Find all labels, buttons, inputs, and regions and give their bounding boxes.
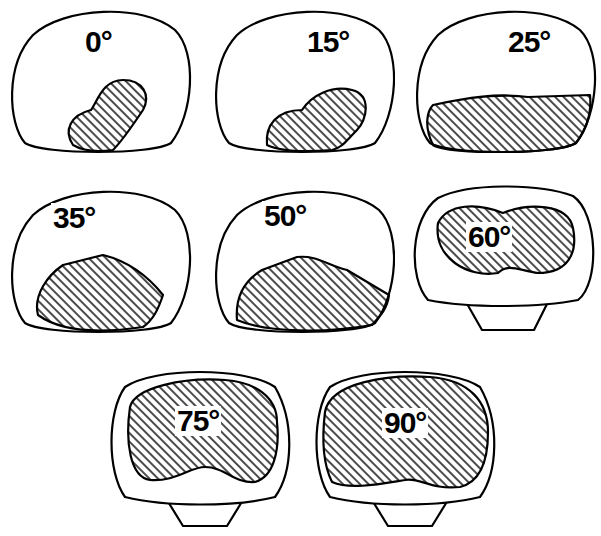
bone-outline (12, 192, 190, 332)
section-outline: 35° (3, 185, 193, 335)
angle-label: 75° (175, 406, 221, 436)
section-drawing (207, 5, 395, 155)
contact-area (37, 255, 163, 331)
section-drawing (105, 362, 295, 530)
angle-label: 50° (262, 201, 308, 231)
angle-label: 35° (51, 203, 97, 233)
section-outline: 60° (408, 178, 598, 334)
bone-outline (415, 186, 594, 306)
contact-area (128, 379, 277, 482)
section-drawing (310, 362, 500, 530)
section-outline: 90° (310, 362, 500, 530)
angle-label: 60° (466, 222, 512, 252)
bone-outline (12, 12, 190, 152)
section-outline: 50° (207, 185, 395, 335)
angle-label: 25° (506, 27, 552, 57)
bone-outline (417, 12, 595, 152)
section-outline: 75° (105, 362, 295, 530)
contact-area (427, 95, 590, 152)
bone-outline (216, 192, 394, 332)
angle-label: 0° (83, 27, 114, 57)
angle-label: 15° (305, 27, 351, 57)
section-drawing (408, 178, 598, 334)
contact-area (438, 206, 575, 273)
contact-area (69, 80, 146, 151)
angle-label: 90° (382, 408, 428, 438)
contact-area (267, 89, 366, 151)
bone-outline (112, 372, 290, 505)
contact-area (237, 257, 389, 331)
bone-outline (216, 12, 394, 152)
contact-area (323, 376, 488, 487)
section-outline: 15° (207, 5, 395, 155)
section-drawing (3, 185, 193, 335)
section-outline: 0° (3, 5, 193, 155)
section-outline: 25° (408, 5, 598, 153)
section-drawing (408, 5, 598, 153)
bone-outline (317, 372, 495, 505)
